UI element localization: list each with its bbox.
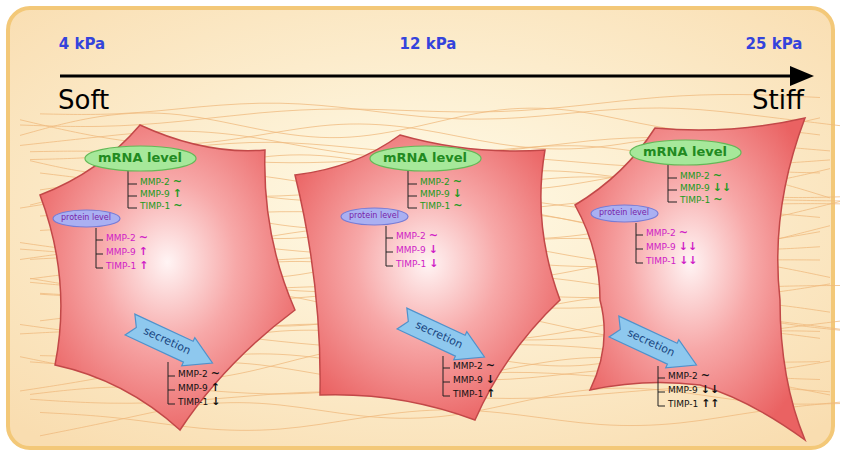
node-label: protein level (591, 205, 658, 218)
gene-name: MMP-2 (106, 234, 136, 244)
gene-name: MMP-9 (178, 384, 208, 394)
trend-symbol: ↑ (139, 246, 148, 258)
trend-symbol: ~ (139, 232, 148, 244)
mrna-ellipse: mRNA level (370, 146, 481, 171)
trend-symbol: ↓ (211, 396, 220, 408)
trend-symbol: ~ (486, 360, 495, 372)
node-label: mRNA level (630, 140, 741, 159)
gene-name: TIMP-1 (668, 400, 698, 410)
node-label: mRNA level (370, 146, 481, 165)
protein-ellipse: protein level (53, 210, 120, 227)
node-label: mRNA level (85, 146, 196, 165)
trend-symbol: ↓ (453, 188, 462, 200)
gene-name: MMP-2 (646, 229, 676, 239)
trend-symbol: ↓↓ (679, 241, 697, 253)
gene-name: MMP-9 (668, 386, 698, 396)
trend-symbol: ↑↑ (701, 398, 719, 410)
gene-name: MMP-2 (680, 172, 710, 182)
trend-symbol: ↑ (486, 388, 495, 400)
gene-name: MMP-9 (396, 246, 426, 256)
trend-symbol: ↓↓ (679, 255, 697, 267)
collagen-fiber (20, 95, 820, 127)
gene-name: MMP-9 (106, 248, 136, 258)
trend-symbol: ~ (679, 227, 688, 239)
gene-name: TIMP-1 (453, 390, 483, 400)
trend-symbol: ~ (713, 170, 722, 182)
axis-end-label: Stiff (752, 86, 804, 115)
stiffness-value: 4 kPa (59, 36, 105, 53)
trend-symbol: ~ (713, 194, 722, 206)
gene-name: TIMP-1 (178, 398, 208, 408)
trend-symbol: ~ (429, 230, 438, 242)
trend-symbol: ~ (173, 200, 182, 212)
gene-name: MMP-9 (140, 190, 170, 200)
stiffness-value: 12 kPa (400, 36, 457, 53)
trend-symbol: ↓ (429, 258, 438, 270)
protein-ellipse: protein level (341, 208, 408, 225)
gene-name: TIMP-1 (680, 196, 710, 206)
trend-symbol: ↓↓ (701, 384, 719, 396)
trend-symbol: ↑ (173, 188, 182, 200)
mrna-ellipse: mRNA level (85, 146, 196, 171)
node-label: protein level (341, 208, 408, 221)
stiffness-arrow (60, 66, 814, 86)
mrna-ellipse: mRNA level (630, 140, 741, 165)
gene-name: MMP-2 (420, 178, 450, 188)
trend-symbol: ~ (453, 176, 462, 188)
gene-name: MMP-2 (396, 232, 426, 242)
gene-name: TIMP-1 (106, 262, 136, 272)
node-label: protein level (53, 210, 120, 223)
trend-symbol: ↑ (139, 260, 148, 272)
trend-symbol: ↓ (429, 244, 438, 256)
collagen-fiber (40, 103, 840, 126)
axis-end-label: Soft (58, 86, 109, 115)
trend-symbol: ~ (701, 370, 710, 382)
gene-name: MMP-2 (668, 372, 698, 382)
gene-name: TIMP-1 (396, 260, 426, 270)
gene-name: TIMP-1 (140, 202, 170, 212)
cell-medium (295, 135, 560, 420)
gene-name: MMP-2 (453, 362, 483, 372)
gene-name: TIMP-1 (420, 202, 450, 212)
stiffness-value: 25 kPa (746, 36, 803, 53)
cell-soft (40, 125, 295, 430)
leader-lines (96, 164, 677, 406)
background-panel (8, 8, 833, 448)
trend-symbol: ~ (453, 200, 462, 212)
trend-symbol: ↓↓ (713, 182, 731, 194)
gene-name: MMP-9 (680, 184, 710, 194)
trend-symbol: ↑ (211, 382, 220, 394)
trend-symbol: ↓ (486, 374, 495, 386)
cell-stiff (575, 118, 805, 440)
gene-name: MMP-9 (453, 376, 483, 386)
gene-name: MMP-2 (140, 178, 170, 188)
protein-ellipse: protein level (591, 205, 658, 222)
gene-name: TIMP-1 (646, 257, 676, 267)
trend-symbol: ~ (211, 368, 220, 380)
gene-name: MMP-9 (420, 190, 450, 200)
gene-name: MMP-2 (178, 370, 208, 380)
gene-name: MMP-9 (646, 243, 676, 253)
trend-symbol: ~ (173, 176, 182, 188)
